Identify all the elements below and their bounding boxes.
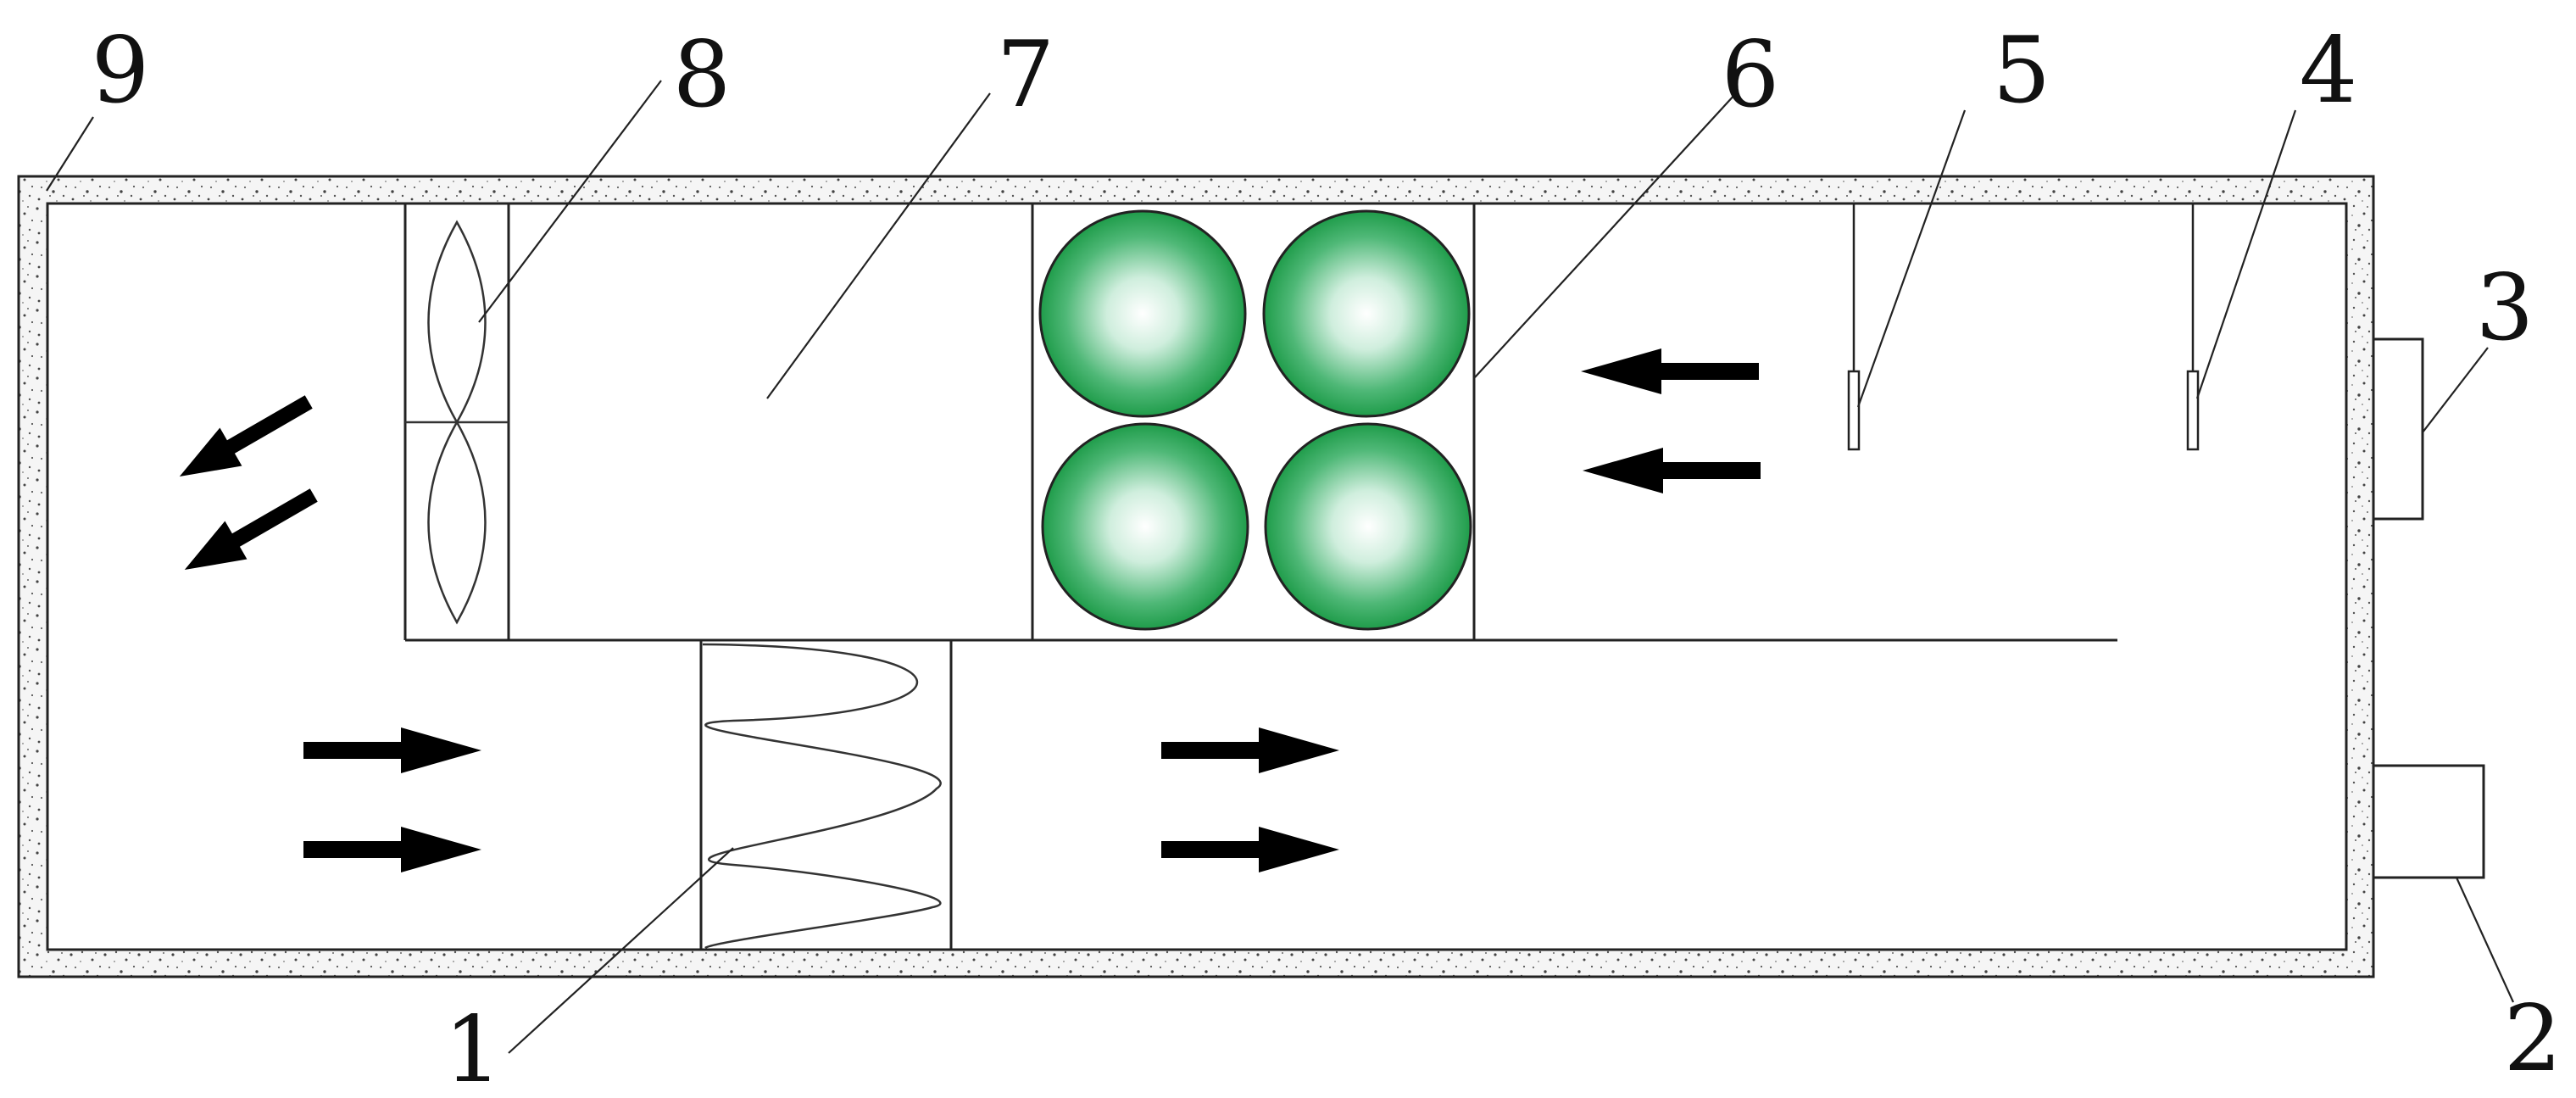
heating-coil-icon bbox=[699, 638, 953, 951]
leader-line-1 bbox=[508, 847, 734, 1054]
leader-line-9 bbox=[46, 116, 94, 192]
callout-4: 4 bbox=[2300, 18, 2358, 124]
airflow-arrow-icon bbox=[1161, 727, 1339, 773]
callout-1: 1 bbox=[444, 997, 503, 1098]
airflow-arrow-icon bbox=[1581, 348, 1759, 394]
leader-line-4 bbox=[2195, 109, 2297, 399]
airflow-arrow-icon bbox=[303, 827, 481, 872]
leader-line-6 bbox=[1474, 92, 1737, 378]
callout-2: 2 bbox=[2504, 986, 2562, 1092]
external-unit-bottom bbox=[2372, 764, 2485, 879]
external-unit-top bbox=[2372, 337, 2424, 521]
callout-9: 9 bbox=[92, 18, 150, 124]
sensor-probe-4 bbox=[2186, 203, 2200, 451]
green-sphere-icon bbox=[1264, 422, 1472, 631]
sensor-probe-icon bbox=[2186, 370, 2200, 451]
insulated-housing bbox=[17, 175, 2375, 978]
airflow-arrow-icon bbox=[184, 488, 318, 570]
leader-line-3 bbox=[2422, 347, 2489, 433]
leader-line-8 bbox=[478, 80, 662, 323]
callout-7: 7 bbox=[997, 22, 1055, 128]
callout-numbers: 9 8 7 6 5 4 3 2 1 bbox=[92, 18, 2562, 1098]
callout-3: 3 bbox=[2476, 255, 2534, 361]
sensor-probe-5 bbox=[1847, 203, 1861, 451]
callout-8: 8 bbox=[673, 22, 732, 128]
internal-partitions bbox=[403, 203, 2117, 642]
leader-line-2 bbox=[2455, 877, 2515, 1003]
sphere-array bbox=[1038, 209, 1472, 631]
airflow-arrow-icon bbox=[179, 395, 313, 477]
green-sphere-icon bbox=[1262, 209, 1471, 418]
green-sphere-icon bbox=[1041, 422, 1249, 631]
green-sphere-icon bbox=[1038, 209, 1247, 418]
airflow-arrows bbox=[179, 348, 1761, 872]
callout-5: 5 bbox=[1993, 18, 2051, 124]
fan-icon bbox=[405, 220, 509, 625]
leader-line-5 bbox=[1856, 109, 1967, 408]
airflow-arrow-icon bbox=[303, 727, 481, 773]
insulation-layer bbox=[17, 175, 2375, 978]
airflow-arrow-icon bbox=[1583, 448, 1761, 493]
callout-6: 6 bbox=[1722, 22, 1780, 128]
sensor-probe-icon bbox=[1847, 370, 1861, 451]
leader-lines bbox=[46, 80, 2515, 1054]
airflow-arrow-icon bbox=[1161, 827, 1339, 872]
leader-line-7 bbox=[766, 92, 991, 399]
